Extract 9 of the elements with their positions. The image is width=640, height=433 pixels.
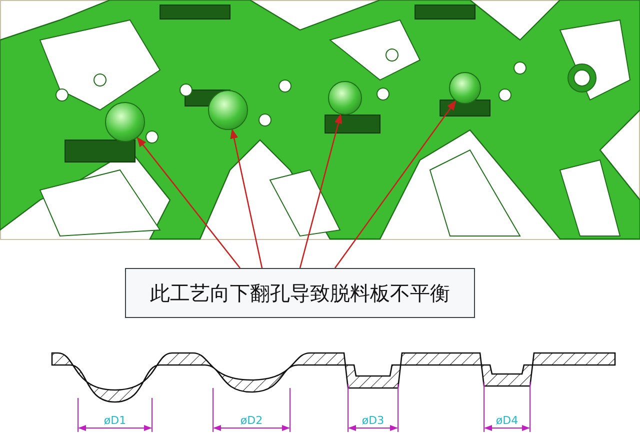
leader-arrow [136, 136, 241, 268]
dimension-label: øD1 [104, 414, 126, 427]
dimension-label: øD3 [362, 414, 384, 427]
leader-arrow [299, 113, 342, 268]
callout-box: 此工艺向下翻孔导致脱料板不平衡 [125, 268, 475, 318]
dimension-label: øD2 [240, 414, 263, 427]
dimension-label: øD4 [496, 414, 518, 427]
leader-arrow [230, 128, 263, 268]
leader-arrow [334, 100, 456, 268]
